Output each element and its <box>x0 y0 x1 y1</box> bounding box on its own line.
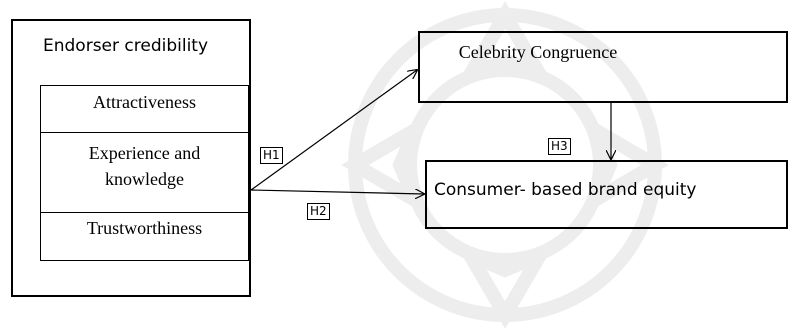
attribute-attractiveness: Attractiveness <box>41 86 248 133</box>
endorser-attributes-table: Attractiveness Experience and knowledge … <box>40 85 249 261</box>
endorser-credibility-title: Endorser credibility <box>43 36 209 56</box>
hypothesis-h2-label: H2 <box>307 203 330 220</box>
attribute-experience-knowledge-label: Experience and knowledge <box>88 143 201 189</box>
consumer-brand-equity-box <box>425 160 788 229</box>
consumer-brand-equity-label: Consumer- based brand equity <box>434 180 697 200</box>
celebrity-congruence-box <box>418 31 788 103</box>
hypothesis-h3-label: H3 <box>548 138 571 155</box>
attribute-experience-knowledge: Experience and knowledge <box>41 133 248 213</box>
attribute-trustworthiness: Trustworthiness <box>86 218 203 238</box>
hypothesis-h1-label: H1 <box>260 147 283 164</box>
celebrity-congruence-label: Celebrity Congruence <box>458 42 618 62</box>
endorser-credibility-box <box>11 19 251 297</box>
arrow-h1 <box>250 70 417 191</box>
arrow-h2 <box>250 190 424 194</box>
